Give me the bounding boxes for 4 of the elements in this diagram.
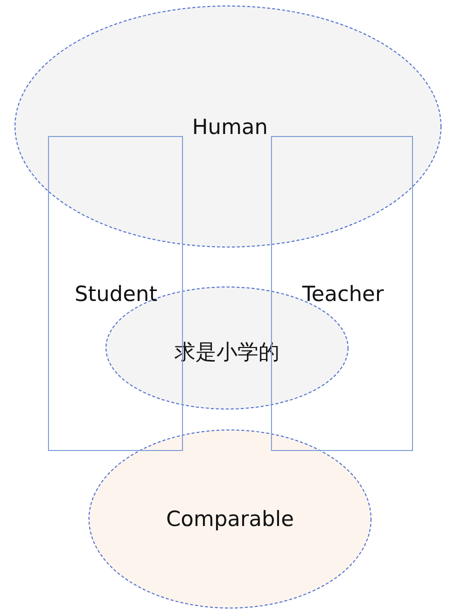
set-label: Comparable — [166, 507, 294, 531]
set-label: Human — [192, 115, 268, 139]
set-label: Teacher — [302, 282, 384, 306]
set-label: Student — [74, 282, 158, 306]
